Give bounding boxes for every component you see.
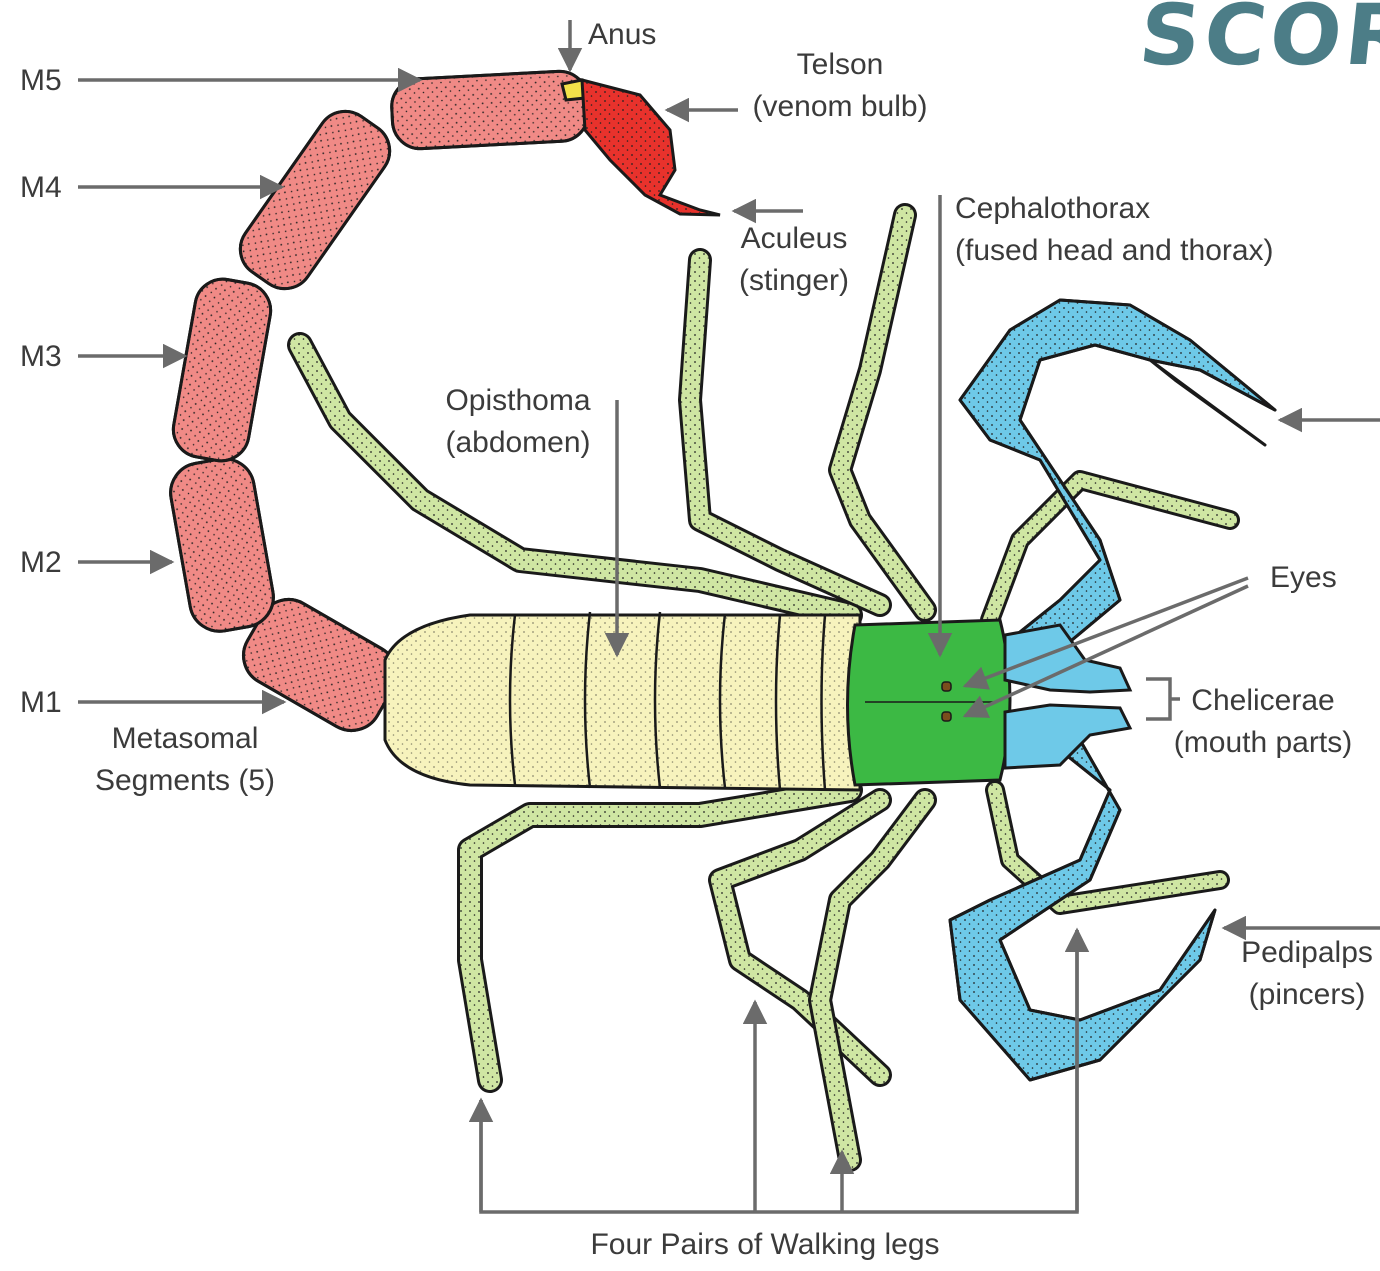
label-m2: M2 — [20, 542, 62, 584]
label-telson-line1: Telson — [740, 44, 940, 86]
metasomal-segment-m4 — [229, 100, 400, 299]
label-pedipalps-line1: Pedipalps — [1234, 932, 1380, 974]
label-chelicerae-line1: Chelicerae — [1156, 680, 1370, 722]
label-aculeus: Aculeus (stinger) — [724, 218, 864, 302]
walking-leg-lower-2 — [720, 800, 880, 1075]
label-chelicerae-line2: (mouth parts) — [1156, 722, 1370, 764]
walking-leg-lower-3 — [820, 800, 925, 1160]
label-opisthoma-line2: (abdomen) — [428, 422, 608, 464]
label-metasomal-segments: Metasomal Segments (5) — [80, 718, 290, 802]
cephalothorax — [848, 620, 1011, 785]
walking-leg-lower-1 — [470, 790, 850, 1080]
metasomal-segment-m5 — [390, 70, 589, 150]
label-cephalothorax-line2: (fused head and thorax) — [955, 230, 1274, 272]
label-eyes: Eyes — [1270, 557, 1337, 599]
abdomen — [385, 612, 860, 790]
label-m1: M1 — [20, 682, 62, 724]
label-telson: Telson (venom bulb) — [740, 44, 940, 128]
metasomal-segment-m2 — [166, 454, 278, 636]
label-chelicerae: Chelicerae (mouth parts) — [1156, 680, 1370, 764]
label-aculeus-line2: (stinger) — [724, 260, 864, 302]
metasomal-segment-m3 — [169, 275, 275, 465]
label-m5: M5 — [20, 60, 62, 102]
label-cephalothorax-line1: Cephalothorax — [955, 188, 1274, 230]
label-metasomal-line1: Metasomal — [80, 718, 290, 760]
telson — [582, 80, 720, 215]
label-anus: Anus — [588, 14, 656, 56]
label-m4: M4 — [20, 167, 62, 209]
label-metasomal-line2: Segments (5) — [80, 760, 290, 802]
label-walking-legs: Four Pairs of Walking legs — [560, 1224, 970, 1266]
label-pedipalps: Pedipalps (pincers) — [1234, 932, 1380, 1016]
label-opisthoma: Opisthoma (abdomen) — [428, 380, 608, 464]
eye-lower — [942, 712, 951, 721]
label-m3: M3 — [20, 336, 62, 378]
label-aculeus-line1: Aculeus — [724, 218, 864, 260]
label-opisthoma-line1: Opisthoma — [428, 380, 608, 422]
eye-upper — [942, 682, 951, 691]
label-cephalothorax: Cephalothorax (fused head and thorax) — [955, 188, 1274, 272]
label-pedipalps-line2: (pincers) — [1234, 974, 1380, 1016]
label-telson-line2: (venom bulb) — [740, 86, 940, 128]
